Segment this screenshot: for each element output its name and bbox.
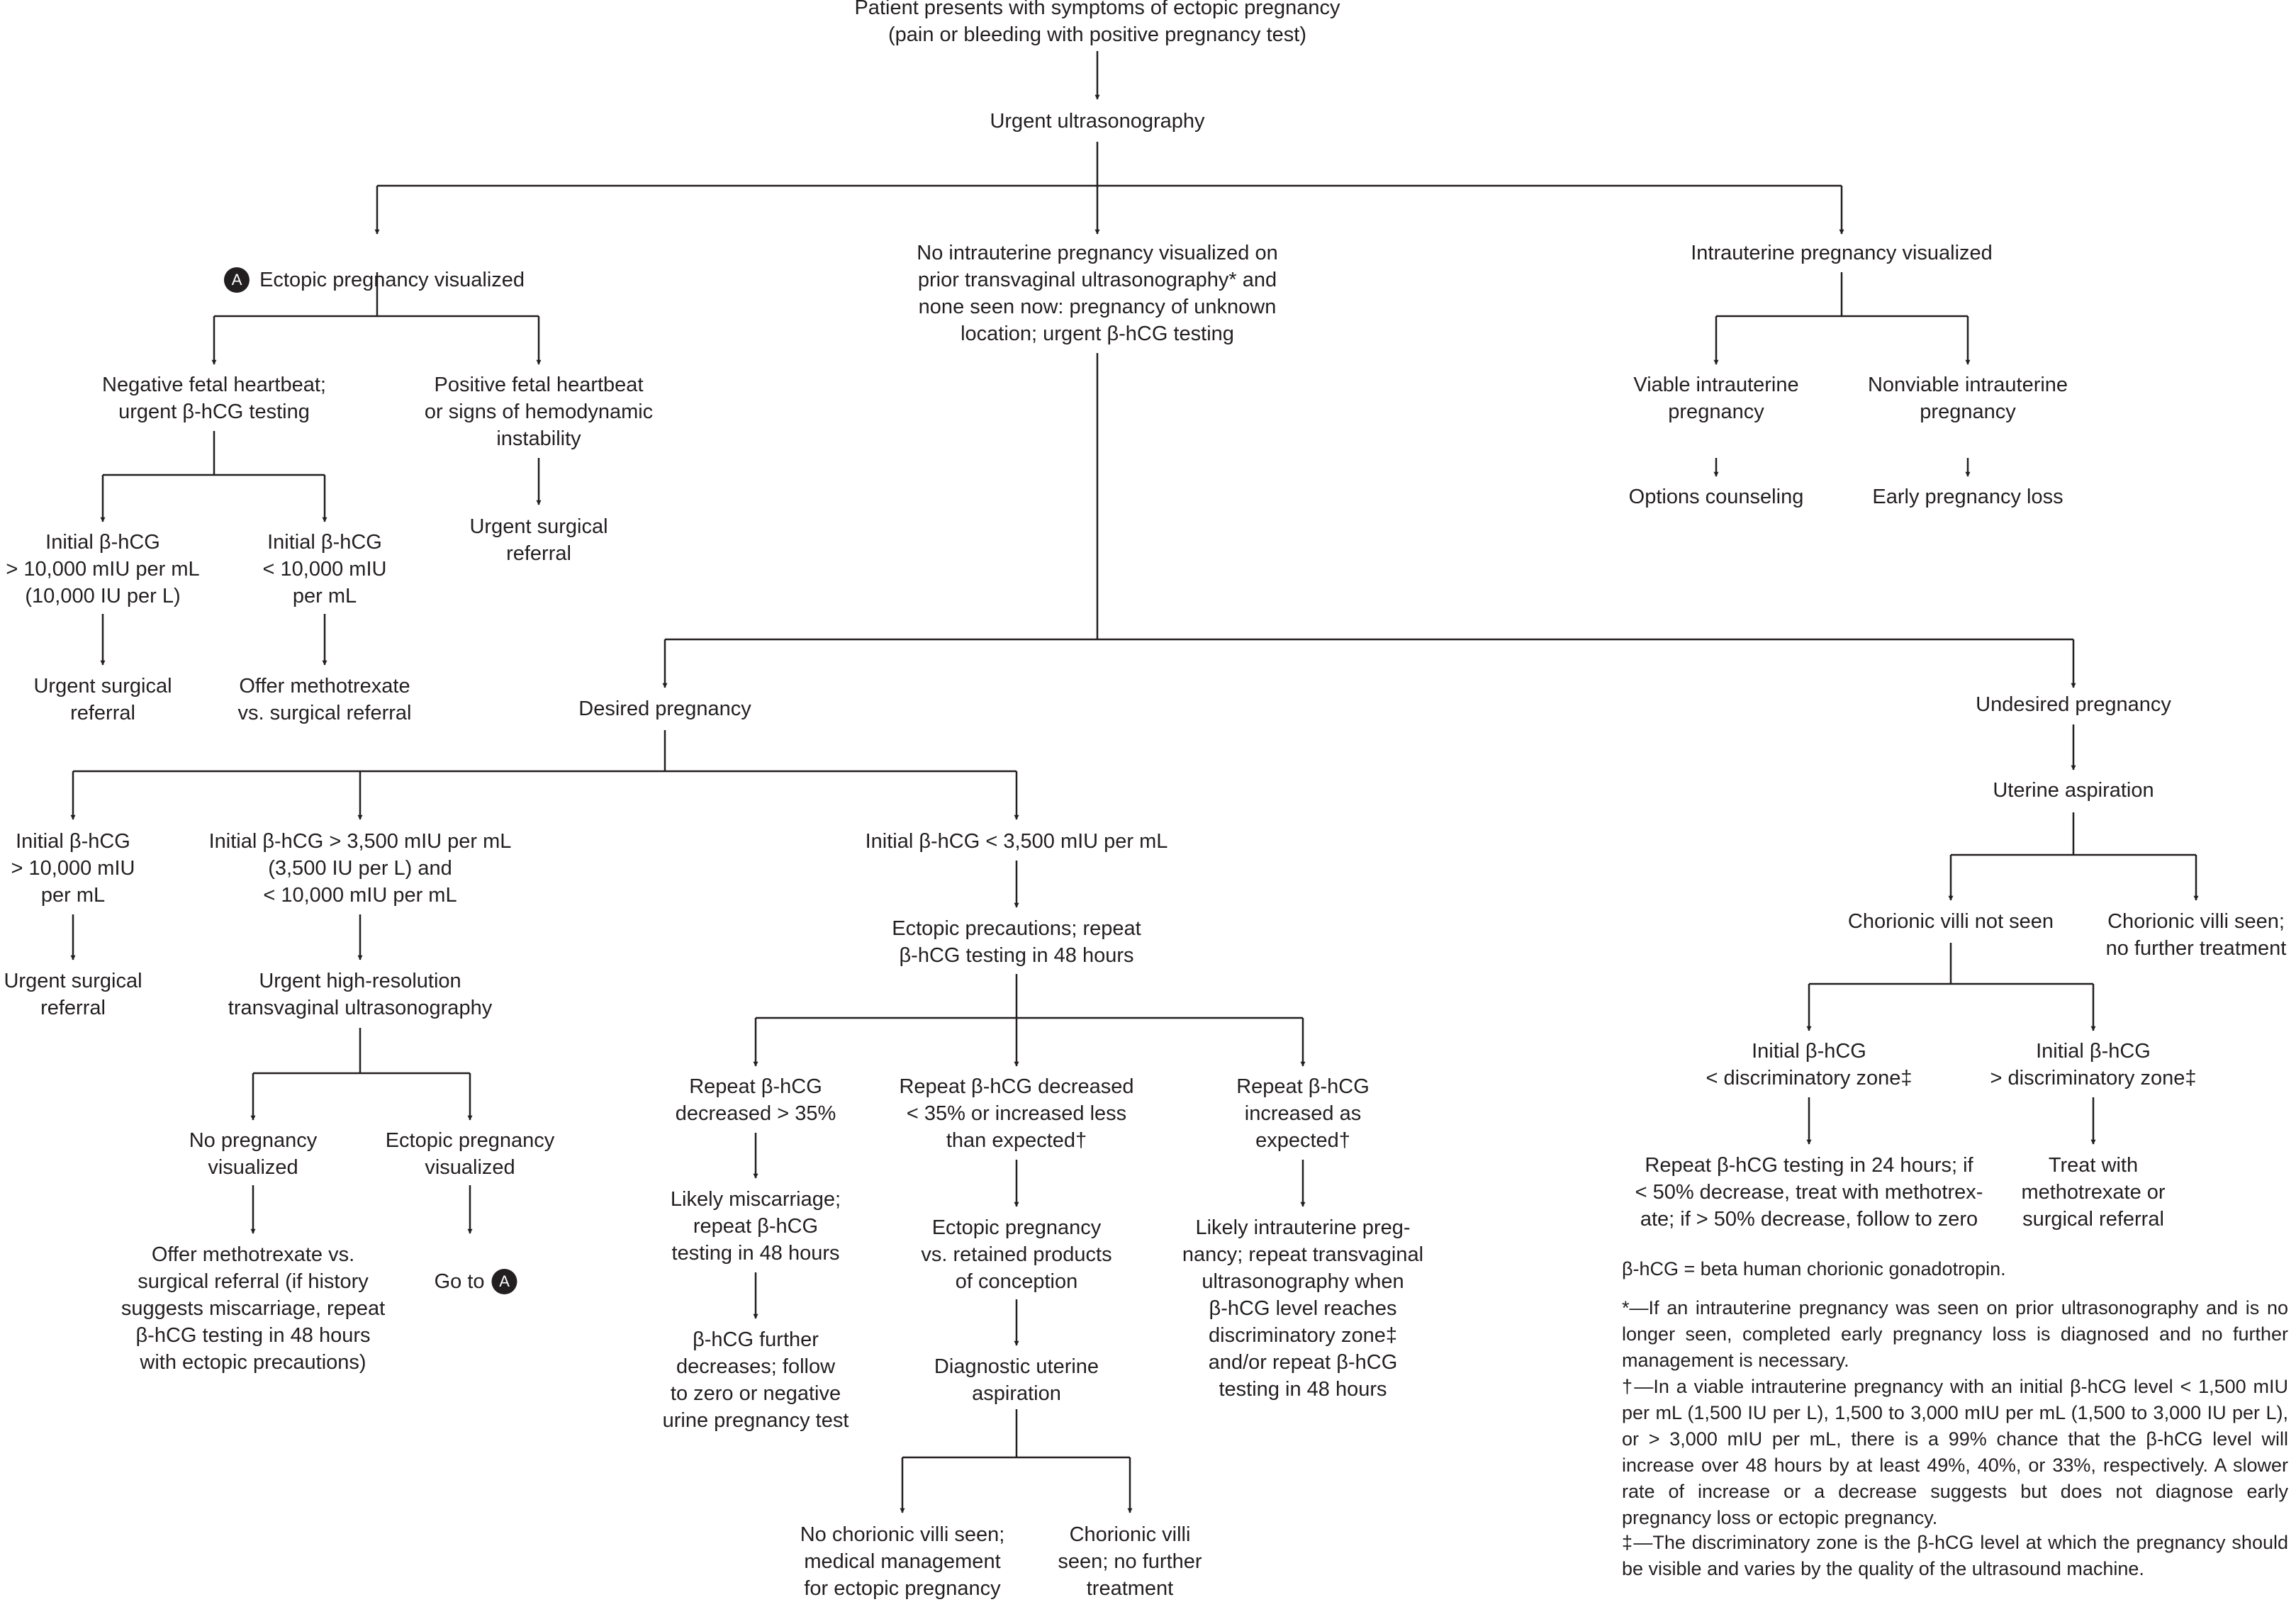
options-counseling-node: Options counseling [1628, 486, 1804, 508]
undesired-pregnancy-node: Undesired pregnancy [1976, 693, 2171, 716]
villi-not-seen-node: Chorionic villi not seen [1847, 910, 2054, 933]
hcg-gt-10000-node: Initial β-hCG > 10,000 mIU per mL (10,00… [6, 531, 200, 607]
marker-a-badge: A [224, 267, 250, 293]
legend-note-double-dagger: ‡—The discriminatory zone is the β-hCG l… [1622, 1532, 2288, 1579]
increased-expected-node: Repeat β-hCG increased as expected† [1236, 1075, 1370, 1152]
offer-methotrexate-1: Offer methotrexate vs. surgical referral [237, 675, 412, 724]
hcg-lt-3500-node: Initial β-hCG < 3,500 mIU per mL [865, 830, 1168, 853]
repeat-24-hours-node: Repeat β-hCG testing in 24 hours; if < 5… [1635, 1154, 1983, 1231]
legend-note-dagger: †—In a viable intrauterine pregnancy wit… [1622, 1376, 2288, 1528]
positive-heartbeat-node: Positive fetal heartbeat or signs of hem… [424, 374, 654, 450]
hcg-3500-10000-node: Initial β-hCG > 3,500 mIU per mL (3,500 … [208, 830, 512, 907]
start-node: Patient presents with symptoms of ectopi… [854, 0, 1340, 46]
iup-visualized-node: Intrauterine pregnancy visualized [1691, 242, 1993, 264]
hires-ultrasonography-node: Urgent high-resolution transvaginal ultr… [228, 970, 493, 1019]
decreased-gt-35-node: Repeat β-hCG decreased > 35% [675, 1075, 836, 1125]
urgent-ultrasonography-node: Urgent ultrasonography [990, 110, 1205, 133]
treat-methotrexate-node: Treat with methotrexate or surgical refe… [2021, 1154, 2166, 1231]
ectopic-visualized-node: A Ectopic pregnancy visualized [213, 240, 525, 293]
hcg-gt-10000-b-node: Initial β-hCG > 10,000 mIU per mL [11, 830, 135, 907]
go-to-label: Go to [434, 1270, 485, 1293]
hcg-gt-dz-node: Initial β-hCG > discriminatory zone‡ [1990, 1040, 2197, 1090]
hcg-further-decreases-node: β-hCG further decreases; follow to zero … [662, 1328, 849, 1432]
legend-note-star: *—If an intrauterine pregnancy was seen … [1622, 1297, 2288, 1371]
likely-iup-node: Likely intrauterine preg- nancy; repeat … [1182, 1216, 1424, 1401]
hcg-lt-10000-node: Initial β-hCG < 10,000 mIU per mL [262, 531, 387, 607]
no-villi-medical-node: No chorionic villi seen; medical managem… [800, 1523, 1005, 1600]
urgent-surgical-referral-2: Urgent surgical referral [33, 675, 172, 724]
villi-seen-node: Chorionic villi seen; no further treatme… [2105, 910, 2287, 960]
nonviable-iup-node: Nonviable intrauterine pregnancy [1867, 374, 2068, 423]
ectopic-precautions-node: Ectopic precautions; repeat β-hCG testin… [892, 917, 1141, 967]
likely-miscarriage-node: Likely miscarriage; repeat β-hCG testing… [670, 1188, 841, 1265]
no-intrauterine-pregnancy-node: No intrauterine pregnancy visualized on … [917, 242, 1278, 345]
diagnostic-aspiration-node: Diagnostic uterine aspiration [934, 1355, 1099, 1405]
legend-abbreviation: β-hCG = beta human chorionic gonadotropi… [1622, 1258, 2006, 1279]
negative-heartbeat-node: Negative fetal heartbeat; urgent β-hCG t… [102, 374, 326, 423]
ectopic-visualized-2-node: Ectopic pregnancy visualized [385, 1129, 555, 1179]
ectopic-visualized-label: Ectopic pregnancy visualized [259, 269, 525, 291]
offer-methotrexate-2: Offer methotrexate vs. surgical referral… [121, 1243, 386, 1374]
viable-iup-node: Viable intrauterine pregnancy [1633, 374, 1799, 423]
decreased-lt-35-node: Repeat β-hCG decreased < 35% or increase… [899, 1075, 1134, 1152]
urgent-surgical-referral-1: Urgent surgical referral [469, 515, 608, 565]
marker-a-badge-2: A [491, 1269, 517, 1294]
ectopic-vs-retained-node: Ectopic pregnancy vs. retained products … [921, 1216, 1112, 1293]
go-to-a-node: Go to A [422, 1241, 517, 1295]
urgent-surgical-referral-3: Urgent surgical referral [4, 970, 142, 1019]
uterine-aspiration-node: Uterine aspiration [1993, 779, 2154, 802]
early-pregnancy-loss-node: Early pregnancy loss [1872, 486, 2063, 508]
desired-pregnancy-node: Desired pregnancy [578, 698, 751, 720]
hcg-lt-dz-node: Initial β-hCG < discriminatory zone‡ [1706, 1040, 1913, 1090]
no-pregnancy-visualized-node: No pregnancy visualized [189, 1129, 318, 1179]
villi-seen-2-node: Chorionic villi seen; no further treatme… [1058, 1523, 1202, 1600]
